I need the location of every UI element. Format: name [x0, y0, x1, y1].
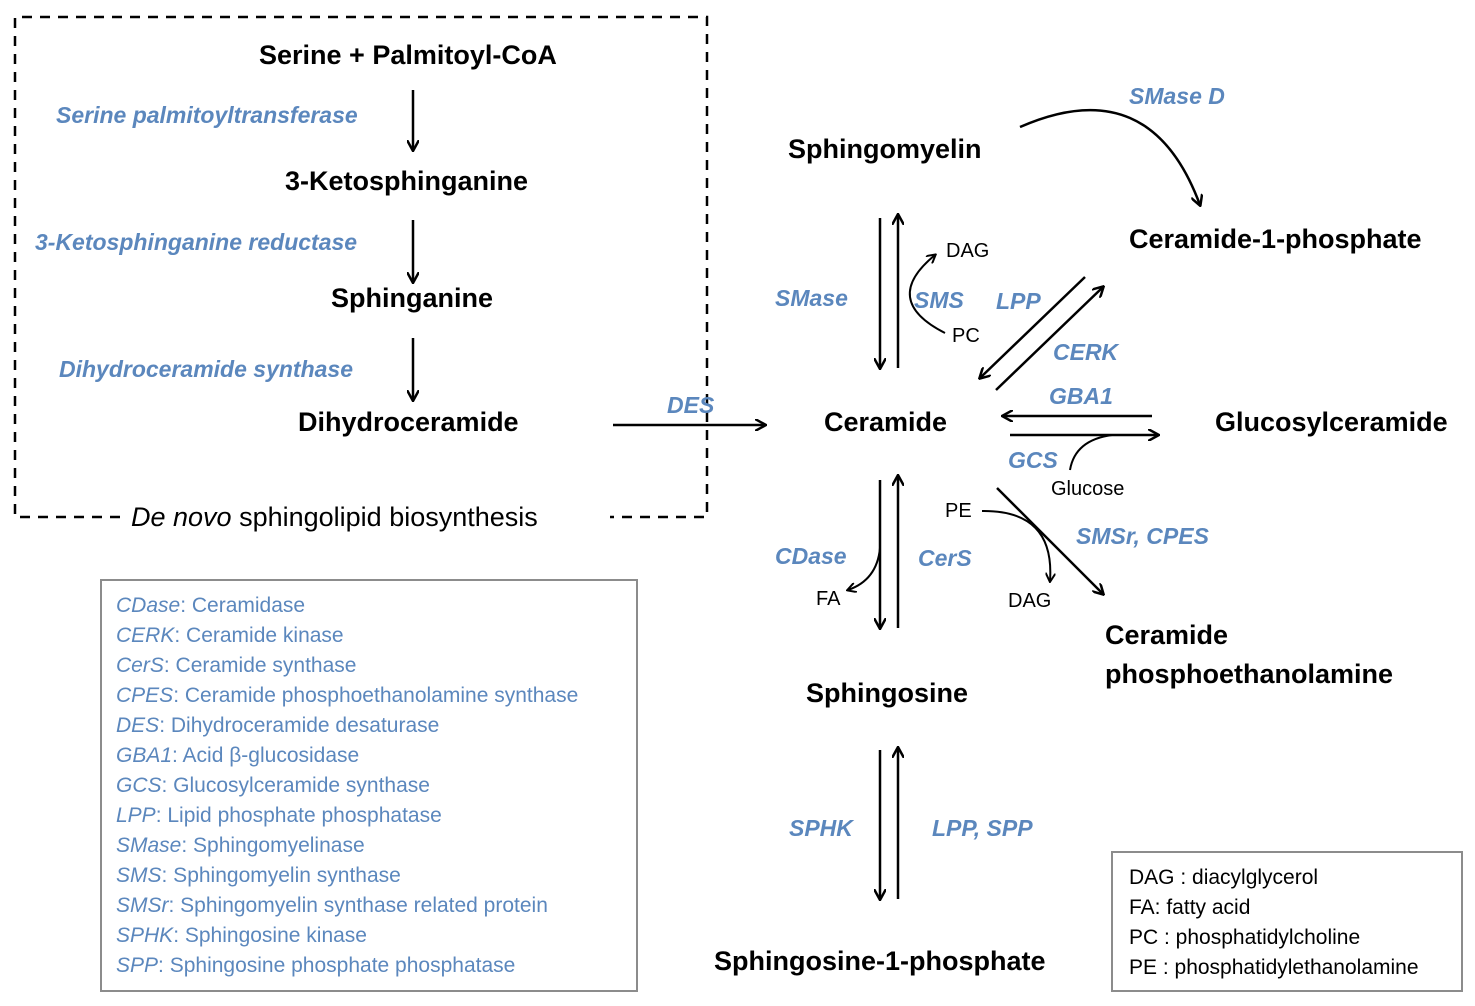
abbreviation-legend-item: PC : phosphatidylcholine — [1129, 926, 1361, 949]
cofactor-fa: FA — [816, 588, 841, 610]
enzyme-legend-item: SMase: Sphingomyelinase — [116, 835, 365, 856]
legend-def: : Ceramide kinase — [174, 624, 344, 647]
abbreviation-legend-item: DAG : diacylglycerol — [1129, 866, 1319, 889]
legend-abbr: CDase — [116, 594, 181, 617]
arrow-smase-d — [1019, 108, 1200, 205]
cofactor-pc: PC — [952, 325, 980, 347]
compound-ceramide-1-phosphate: Ceramide-1-phosphate — [1129, 224, 1422, 254]
enzyme-cerk: CERK — [1053, 339, 1119, 365]
legend-def: : Glucosylceramide synthase — [161, 774, 430, 797]
enzyme-legend-box: CDase: Ceramidase CERK: Ceramide kinase … — [100, 579, 638, 992]
denovo-caption: De novo sphingolipid biosynthesis — [131, 504, 538, 531]
enzyme-legend-item: CDase: Ceramidase — [116, 595, 305, 616]
legend-def: : Sphingomyelinase — [181, 834, 365, 857]
compound-ceramide-phosphoethanolamine-line1: Ceramide — [1105, 620, 1229, 650]
enzyme-legend-item: DES: Dihydroceramide desaturase — [116, 715, 439, 736]
legend-def: : Sphingomyelin synthase related protein — [168, 894, 548, 917]
compound-sphingosine-1-phosphate: Sphingosine-1-phosphate — [714, 946, 1046, 976]
enzyme-smase: SMase — [775, 285, 848, 311]
legend-abbr: CPES — [116, 684, 174, 707]
compound-sphingomyelin: Sphingomyelin — [788, 134, 982, 164]
enzyme-sms: SMS — [914, 287, 964, 313]
abbreviation-legend-box: DAG : diacylglycerol FA: fatty acid PC :… — [1111, 851, 1463, 992]
legend-def: : Acid β-glucosidase — [172, 744, 360, 767]
legend-abbr: SMase — [116, 834, 182, 857]
legend-abbr: DES — [116, 714, 160, 737]
legend-def: : Ceramide synthase — [163, 654, 357, 677]
compound-sphingosine: Sphingosine — [806, 678, 968, 708]
legend-abbr: GCS — [116, 774, 162, 797]
enzyme-legend-item: SMSr: Sphingomyelin synthase related pro… — [116, 895, 548, 916]
cofactor-pe: PE — [945, 500, 972, 522]
enzyme-legend-item: SPP: Sphingosine phosphate phosphatase — [116, 955, 515, 976]
compound-3-ketosphinganine: 3-Ketosphinganine — [285, 166, 529, 196]
compound-dihydroceramide: Dihydroceramide — [298, 407, 519, 437]
enzyme-legend-item: CERK: Ceramide kinase — [116, 625, 344, 646]
legend-def: : Lipid phosphate phosphatase — [155, 804, 442, 827]
denovo-caption-rest: sphingolipid biosynthesis — [231, 502, 538, 532]
enzyme-cers: CerS — [918, 545, 972, 571]
legend-def: : Dihydroceramide desaturase — [159, 714, 440, 737]
legend-abbr: LPP — [116, 804, 156, 827]
legend-def: : Sphingomyelin synthase — [161, 864, 401, 887]
enzyme-legend-item: GBA1: Acid β-glucosidase — [116, 745, 359, 766]
legend-def: : Sphingosine kinase — [173, 924, 367, 947]
legend-abbr: CERK — [116, 624, 175, 647]
enzyme-des: DES — [667, 392, 715, 418]
enzyme-lpp-spp: LPP, SPP — [932, 815, 1033, 841]
enzyme-smase-d: SMase D — [1129, 83, 1225, 109]
enzyme-serine-palmitoyltransferase: Serine palmitoyltransferase — [56, 102, 358, 128]
legend-abbr: GBA1 — [116, 744, 173, 767]
legend-def: : Ceramidase — [180, 594, 306, 617]
enzyme-cdase: CDase — [775, 543, 847, 569]
compound-sphinganine: Sphinganine — [331, 283, 493, 313]
denovo-box-border — [13, 15, 709, 519]
enzyme-legend-item: CerS: Ceramide synthase — [116, 655, 356, 676]
legend-abbr: SMSr — [116, 894, 169, 917]
enzyme-legend-item: CPES: Ceramide phosphoethanolamine synth… — [116, 685, 578, 706]
legend-abbr: CerS — [116, 654, 164, 677]
cofactor-glucose: Glucose — [1051, 478, 1125, 500]
arrow-cdase-fa — [848, 547, 881, 590]
compound-ceramide: Ceramide — [824, 407, 948, 437]
arrow-pe-dag — [981, 509, 1050, 581]
enzyme-gcs: GCS — [1008, 447, 1058, 473]
enzyme-legend-item: GCS: Glucosylceramide synthase — [116, 775, 430, 796]
arrow-smsr-cpes — [996, 487, 1103, 594]
cofactor-dag-top: DAG — [946, 240, 990, 262]
enzyme-lpp: LPP — [996, 288, 1041, 314]
enzyme-smsr-cpes: SMSr, CPES — [1076, 523, 1209, 549]
enzyme-legend-item: SPHK: Sphingosine kinase — [116, 925, 367, 946]
legend-abbr: SPHK — [116, 924, 174, 947]
arrow-gcs-glucose — [1069, 434, 1113, 471]
enzyme-3-ketosphinganine-reductase: 3-Ketosphinganine reductase — [35, 229, 358, 255]
arrow-lpp — [980, 276, 1086, 378]
arrow-sms-pc-dag — [909, 255, 946, 334]
legend-def: : Sphingosine phosphate phosphatase — [158, 954, 516, 977]
compound-ceramide-phosphoethanolamine-line2: phosphoethanolamine — [1105, 659, 1394, 689]
enzyme-legend-item: SMS: Sphingomyelin synthase — [116, 865, 401, 886]
arrow-cerk — [995, 287, 1103, 391]
legend-abbr: SPP — [116, 954, 159, 977]
enzyme-legend-item: LPP: Lipid phosphate phosphatase — [116, 805, 442, 826]
cofactor-dag-bottom: DAG — [1008, 590, 1052, 612]
legend-abbr: SMS — [116, 864, 162, 887]
legend-def: : Ceramide phosphoethanolamine synthase — [173, 684, 579, 707]
abbreviation-legend-item: FA: fatty acid — [1129, 896, 1251, 919]
denovo-caption-italic: De novo — [131, 502, 232, 532]
enzyme-gba1: GBA1 — [1049, 383, 1113, 409]
compound-glucosylceramide: Glucosylceramide — [1215, 407, 1448, 437]
enzyme-dihydroceramide-synthase: Dihydroceramide synthase — [59, 356, 354, 382]
abbreviation-legend-item: PE : phosphatidylethanolamine — [1129, 956, 1419, 979]
enzyme-sphk: SPHK — [789, 815, 853, 841]
compound-serine-palmitoyl-coa: Serine + Palmitoyl-CoA — [259, 40, 557, 70]
